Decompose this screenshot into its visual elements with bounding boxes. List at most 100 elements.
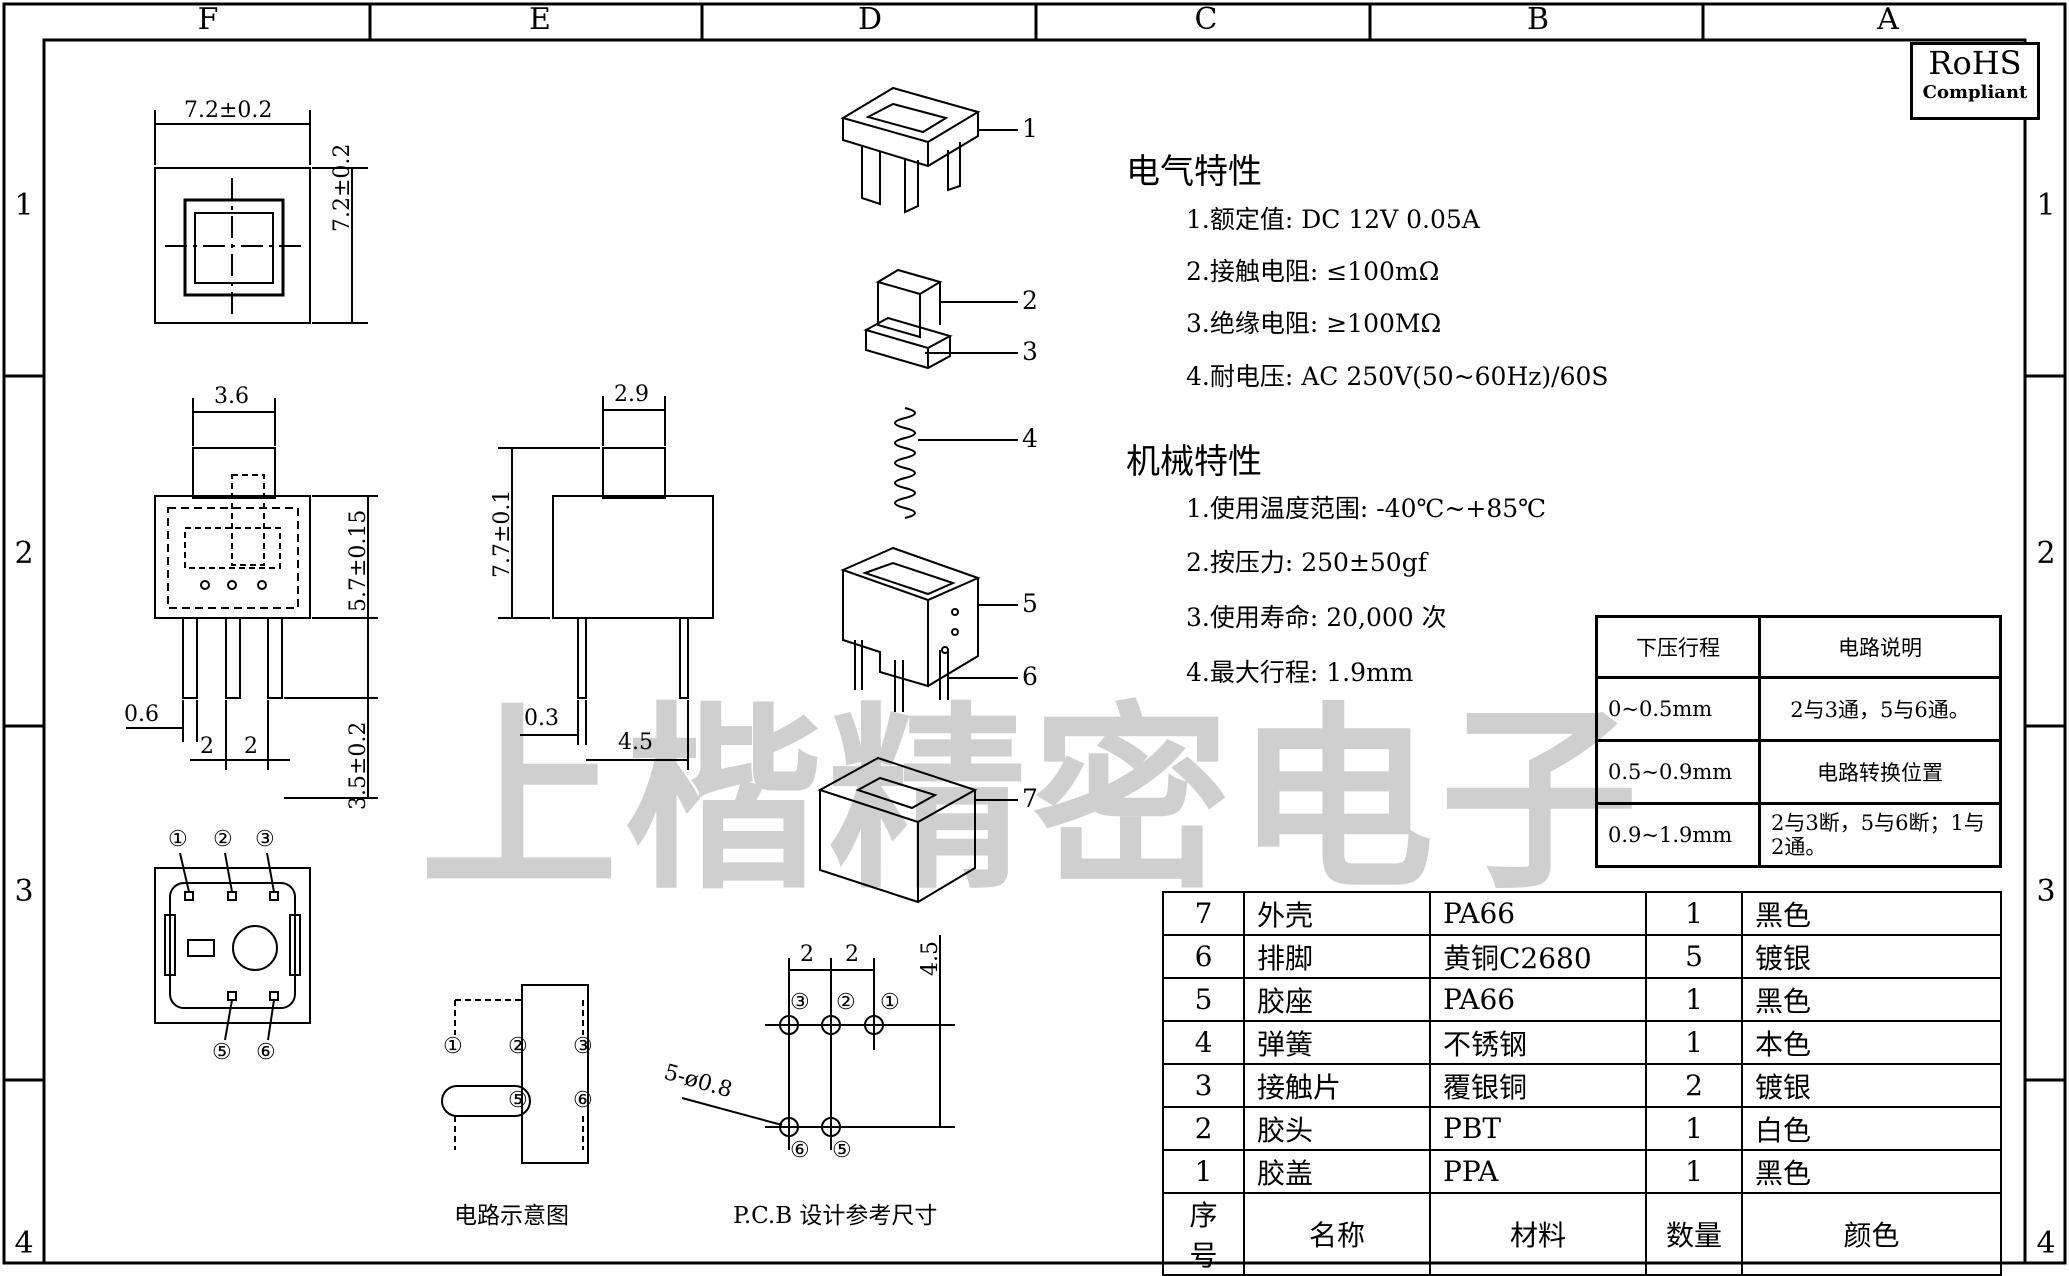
dim-side-height: 7.7±0.1 [490, 489, 515, 578]
dim-front-body: 5.7±0.15 [346, 509, 371, 612]
mechanical-item-4: 4.最大行程: 1.9mm [1186, 658, 1414, 687]
zone-col-a: A [1877, 2, 1899, 37]
zone-col-c: C [1194, 2, 1218, 37]
pin-6-label: ⑥ [256, 1040, 276, 1065]
part-callout-1: 1 [1022, 114, 1038, 143]
bom-cell: 1 [1645, 977, 1743, 1022]
circuit-caption: 电路示意图 [454, 1203, 569, 1229]
bom-cell: 外壳 [1243, 891, 1431, 936]
zone-row-1-left: 1 [14, 188, 34, 223]
part-callout-6: 6 [1022, 662, 1038, 691]
travel-row-2-stroke: 0.5~0.9mm [1595, 739, 1761, 805]
dim-side-cap: 2.9 [614, 382, 649, 407]
bom-cell: 1 [1645, 891, 1743, 936]
circuit-pin-5: ⑤ [508, 1088, 528, 1113]
mechanical-title: 机械特性 [1126, 442, 1262, 482]
part-callout-7: 7 [1022, 784, 1038, 813]
bom-header-name: 名称 [1243, 1192, 1431, 1276]
watermark: 上楷精密电子 [420, 685, 1644, 916]
front-view [126, 398, 378, 799]
pcb-pin-3: ③ [790, 990, 810, 1015]
bom-cell: 5 [1162, 977, 1245, 1022]
travel-row-2-circuit: 电路转换位置 [1758, 739, 2002, 805]
electrical-item-1: 1.额定值: DC 12V 0.05A [1186, 205, 1480, 234]
bom-cell: PPA [1429, 1149, 1647, 1194]
bom-cell: 胶座 [1243, 977, 1431, 1022]
circuit-pin-1: ① [443, 1034, 463, 1059]
bom-cell: 黑色 [1741, 891, 2002, 936]
dim-front-cap: 3.6 [214, 384, 249, 409]
top-view [154, 110, 368, 324]
zone-col-d: D [857, 2, 883, 37]
bom-header-no: 序号 [1162, 1192, 1245, 1276]
bom-cell: 黄铜C2680 [1429, 934, 1647, 979]
pcb-pin-5: ⑤ [832, 1138, 852, 1163]
pin-5-label: ⑤ [212, 1040, 232, 1065]
dim-pcb-vertical: 4.5 [918, 941, 943, 976]
circuit-diagram [441, 984, 589, 1164]
mechanical-item-1: 1.使用温度范围: -40℃~+85℃ [1186, 494, 1547, 523]
pcb-pin-2: ② [836, 990, 856, 1015]
dim-pitch-2: 2 [244, 734, 258, 759]
travel-row-3-stroke: 0.9~1.9mm [1595, 802, 1761, 868]
bom-cell: 6 [1162, 934, 1245, 979]
bom-cell: 接触片 [1243, 1063, 1431, 1108]
zone-col-f: F [197, 2, 219, 37]
pcb-caption: P.C.B 设计参考尺寸 [733, 1203, 938, 1229]
exploded-parts [817, 86, 1018, 904]
bom-cell: PA66 [1429, 891, 1647, 936]
pcb-layout [681, 935, 955, 1150]
bottom-view [154, 852, 311, 1041]
dim-top-width: 7.2±0.2 [184, 98, 273, 123]
bom-cell: 3 [1162, 1063, 1245, 1108]
bom-cell: 7 [1162, 891, 1245, 936]
electrical-item-4: 4.耐电压: AC 250V(50~60Hz)/60S [1186, 362, 1609, 391]
bom-cell: 胶头 [1243, 1106, 1431, 1151]
pcb-pin-1: ① [880, 990, 900, 1015]
electrical-item-3: 3.绝缘电阻: ≥100MΩ [1186, 309, 1442, 338]
bom-header-row: 序号 名称 材料 数量 颜色 [1162, 1192, 2002, 1276]
bom-cell: 覆银铜 [1429, 1063, 1647, 1108]
dim-pin-width: 0.6 [124, 702, 159, 727]
circuit-pin-2: ② [508, 1034, 528, 1059]
bom-cell: 1 [1645, 1020, 1743, 1065]
part-callout-4: 4 [1022, 424, 1038, 453]
circuit-pin-3: ③ [573, 1034, 593, 1059]
dim-pcb-pitch-2: 2 [845, 942, 859, 967]
part-callout-5: 5 [1022, 589, 1038, 618]
part-callout-2: 2 [1022, 286, 1038, 315]
zone-row-2-left: 2 [14, 536, 34, 571]
electrical-item-2: 2.接触电阻: ≤100mΩ [1186, 257, 1440, 286]
bom-cell: 不锈钢 [1429, 1020, 1647, 1065]
pcb-pin-6: ⑥ [790, 1138, 810, 1163]
travel-row-1-circuit: 2与3通，5与6通。 [1758, 676, 2002, 742]
zone-col-e: E [529, 2, 551, 37]
electrical-title: 电气特性 [1126, 152, 1262, 192]
part-callout-3: 3 [1022, 337, 1038, 366]
bom-cell: 白色 [1741, 1106, 2002, 1151]
bom-cell: 镀银 [1741, 1063, 2002, 1108]
bom-cell: PA66 [1429, 977, 1647, 1022]
rohs-badge: RoHS Compliant [1910, 42, 2040, 120]
bom-cell: 1 [1162, 1149, 1245, 1194]
bom-cell: 弹簧 [1243, 1020, 1431, 1065]
bom-cell: 黑色 [1741, 977, 2002, 1022]
bom-cell: 4 [1162, 1020, 1245, 1065]
dim-side-pin: 0.3 [524, 706, 559, 731]
zone-col-b: B [1526, 2, 1550, 37]
zone-row-3-left: 3 [14, 874, 34, 909]
bom-cell: 2 [1162, 1106, 1245, 1151]
bom-cell: 5 [1645, 934, 1743, 979]
bom-header-qty: 数量 [1645, 1192, 1743, 1276]
bom-cell: 胶盖 [1243, 1149, 1431, 1194]
circuit-pin-6: ⑥ [573, 1088, 593, 1113]
zone-row-3-right: 3 [2036, 874, 2056, 909]
